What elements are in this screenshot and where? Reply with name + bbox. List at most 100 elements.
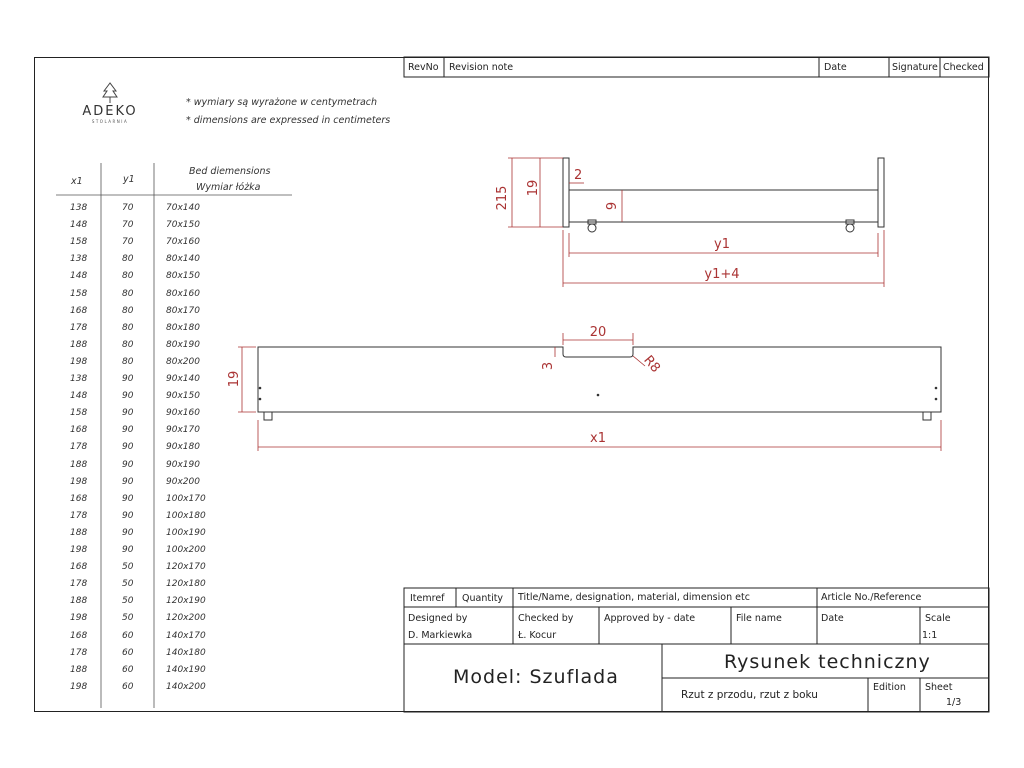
cell-bed-size: 80x180 (166, 322, 200, 333)
cell-y1: 70 (122, 203, 134, 213)
cell-bed-size: 90x170 (166, 425, 200, 436)
cell-x1: 188 (70, 527, 88, 538)
cell-bed-size: 90x200 (166, 476, 200, 487)
rev-col-checked: Checked (943, 62, 984, 73)
rev-col-revno: RevNo (408, 62, 439, 73)
cell-bed-size: 90x190 (166, 459, 200, 470)
cell-bed-size: 140x170 (166, 630, 206, 641)
cell-x1: 198 (70, 476, 88, 487)
cell-y1: 90 (122, 459, 134, 470)
tb-title-desc: Title/Name, designation, material, dimen… (518, 592, 750, 603)
cell-bed-size: 100x180 (166, 510, 206, 521)
cell-y1: 90 (122, 442, 134, 453)
dim-front-length: x1 (590, 431, 606, 446)
company-logo: ADEKO STOLARNIA (70, 82, 150, 124)
tb-checked-by: Ł. Kocur (518, 630, 557, 641)
cell-y1: 60 (122, 647, 134, 658)
cell-x1: 148 (70, 271, 88, 282)
cell-x1: 168 (70, 630, 88, 641)
cell-y1: 90 (122, 527, 134, 538)
cell-bed-size: 80x200 (166, 356, 200, 367)
dim-side-board: 9 (605, 202, 620, 210)
col-header-bed-2: Wymiar łóżka (196, 182, 261, 193)
cell-bed-size: 80x190 (166, 339, 200, 350)
cell-bed-size: 120x170 (166, 562, 206, 573)
cell-y1: 80 (122, 339, 134, 350)
cell-y1: 50 (122, 613, 134, 624)
cell-y1: 80 (122, 322, 134, 333)
cell-x1: 138 (70, 203, 88, 213)
cell-y1: 90 (122, 425, 134, 436)
tb-model: Model: Szuflada (453, 666, 619, 688)
cell-x1: 138 (70, 254, 88, 265)
tb-edition-label: Edition (873, 682, 906, 693)
cell-bed-size: 80x160 (166, 288, 200, 299)
col-header-bed-1: Bed diemensions (189, 166, 271, 177)
cell-bed-size: 120x190 (166, 596, 206, 607)
logo-name: ADEKO (82, 104, 138, 119)
cell-y1: 60 (122, 630, 134, 641)
cell-bed-size: 80x150 (166, 271, 200, 282)
note-en: * dimensions are expressed in centimeter… (186, 115, 391, 126)
cell-bed-size: 90x140 (166, 374, 200, 384)
cell-x1: 148 (70, 391, 88, 402)
cell-x1: 188 (70, 664, 88, 675)
cell-bed-size: 80x170 (166, 305, 200, 316)
cell-bed-size: 90x180 (166, 442, 200, 453)
cell-bed-size: 100x170 (166, 493, 206, 504)
col-header-x1: x1 (71, 176, 83, 187)
tb-scale: 1:1 (922, 630, 938, 641)
cell-x1: 178 (70, 442, 88, 453)
tb-drawing-title: Rysunek techniczny (724, 651, 931, 673)
tb-sheet: 1/3 (946, 697, 962, 708)
cell-bed-size: 100x190 (166, 527, 206, 538)
rev-col-signature: Signature (892, 62, 938, 73)
cell-y1: 50 (122, 562, 134, 573)
logo-sub: STOLARNIA (91, 119, 129, 124)
tb-checked-by-label: Checked by (518, 613, 574, 624)
front-foot-left (263, 411, 273, 421)
tree-icon (102, 82, 118, 103)
dim-side-length: y1 (714, 237, 730, 252)
cell-x1: 198 (70, 545, 88, 555)
tb-drawing-sub: Rzut z przodu, rzut z boku (681, 689, 818, 701)
dim-cut-width: 20 (590, 325, 607, 340)
cell-y1: 90 (122, 476, 134, 487)
cell-bed-size: 100x200 (166, 545, 206, 555)
cell-bed-size: 140x180 (166, 647, 206, 658)
cell-bed-size: 70x140 (166, 203, 200, 213)
cell-x1: 188 (70, 339, 88, 350)
dim-side-inner: 19 (526, 180, 541, 197)
cell-x1: 168 (70, 425, 88, 436)
cell-x1: 198 (70, 356, 88, 367)
dim-side-total: y1+4 (704, 267, 739, 282)
cell-x1: 178 (70, 579, 88, 590)
cell-bed-size: 70x150 (166, 220, 200, 231)
cell-bed-size: 140x200 (166, 681, 206, 692)
tb-designed-by: D. Markiewka (408, 630, 473, 641)
dim-side-gap: 2 (574, 168, 582, 183)
cell-y1: 50 (122, 596, 134, 607)
cell-x1: 188 (70, 596, 88, 607)
tb-designed-by-label: Designed by (408, 613, 468, 624)
cell-y1: 90 (122, 391, 134, 402)
tb-quantity: Quantity (462, 593, 504, 604)
cell-x1: 178 (70, 647, 88, 658)
cell-y1: 80 (122, 288, 134, 299)
tb-sheet-label: Sheet (925, 682, 953, 693)
tb-article: Article No./Reference (821, 592, 922, 603)
cell-x1: 158 (70, 237, 88, 248)
tb-date-label: Date (821, 613, 844, 624)
dim-cut-height: 3 (541, 362, 556, 370)
cell-x1: 178 (70, 510, 88, 521)
dim-front-height: 19 (227, 371, 242, 388)
cell-y1: 90 (122, 374, 134, 384)
tb-itemref: Itemref (410, 593, 445, 604)
note-pl: * wymiary są wyrażone w centymetrach (186, 97, 378, 108)
cell-x1: 188 (70, 459, 88, 470)
cell-bed-size: 120x200 (166, 613, 206, 624)
